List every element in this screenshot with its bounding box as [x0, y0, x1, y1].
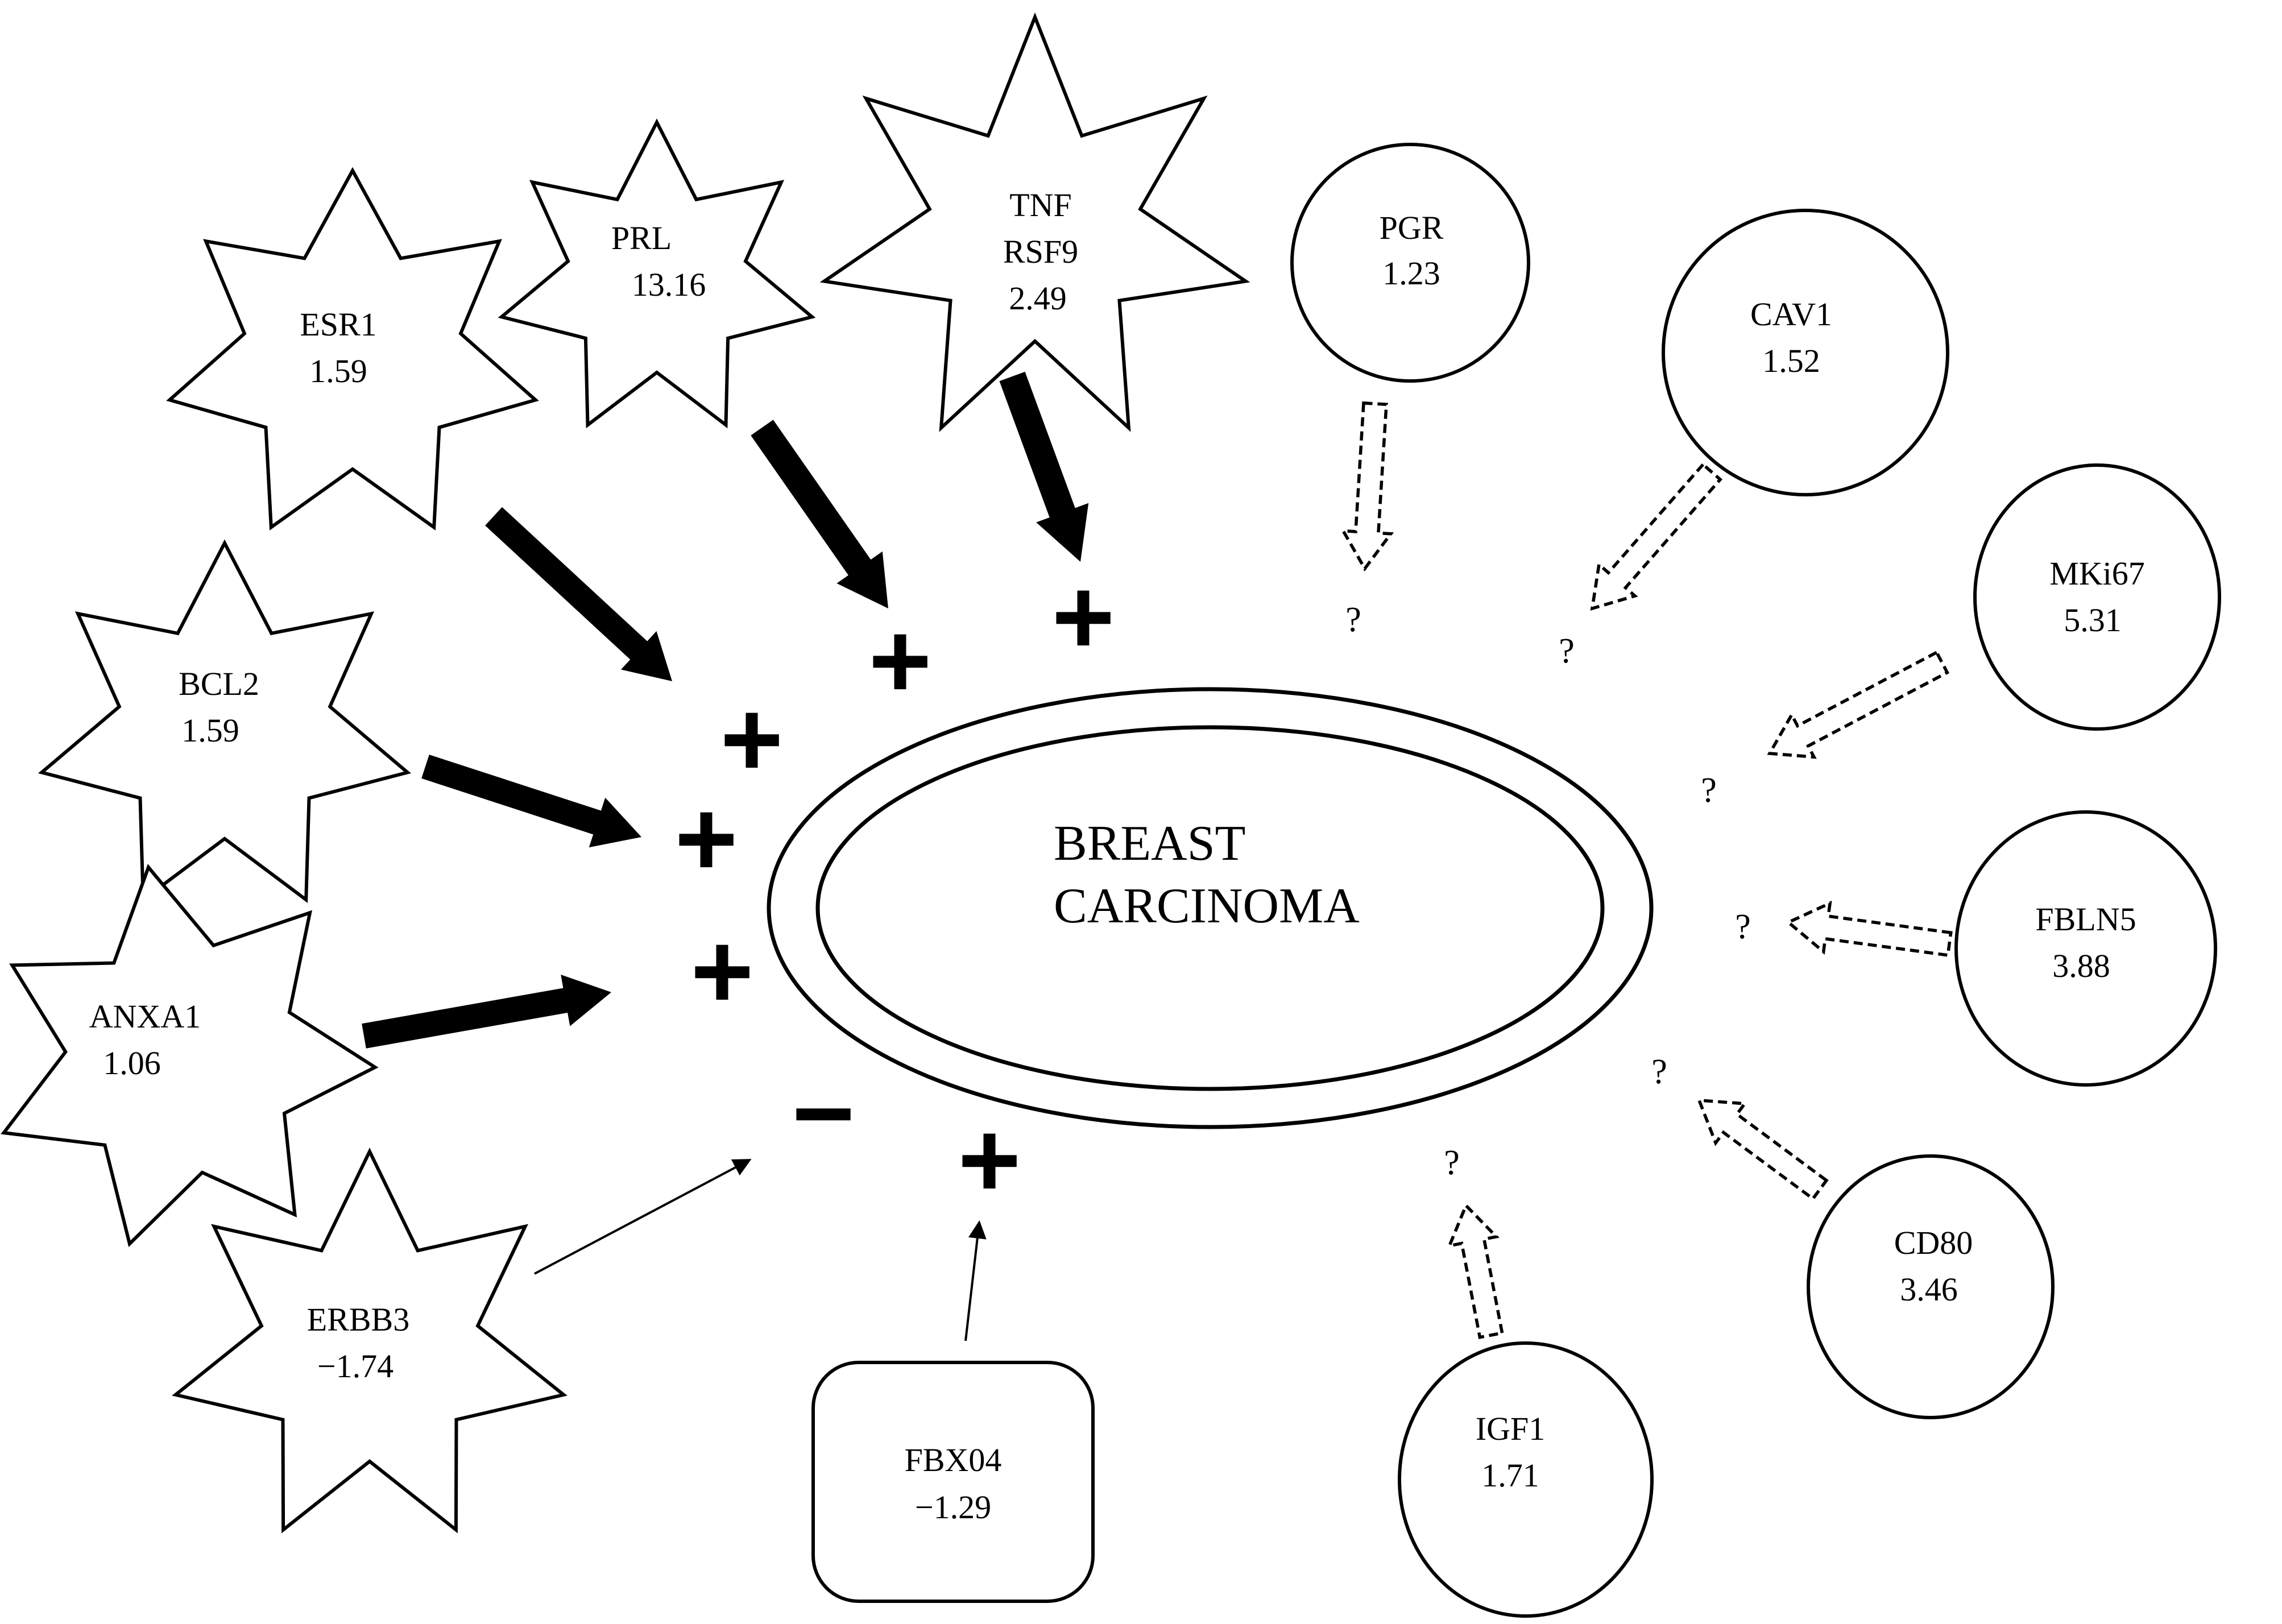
igf1-value: 1.71 — [1481, 1457, 1539, 1494]
fbx04-effect: + — [958, 1100, 1021, 1220]
prl-star — [498, 118, 816, 429]
tnfrsf9-star — [819, 12, 1250, 432]
cd80-name: CD80 — [1894, 1224, 1973, 1261]
bcl2-value: 1.59 — [181, 712, 239, 749]
pgr-arrow — [1340, 401, 1394, 572]
cav1-arrow — [1590, 462, 1722, 611]
tnfrsf9-arrow — [999, 371, 1089, 562]
mki67-arrow — [1767, 650, 1950, 759]
esr1-name: ESR1 — [300, 306, 376, 343]
fbln5-arrow — [1785, 900, 1953, 957]
outer-ring — [767, 687, 1654, 1129]
pgr-effect: ? — [1345, 600, 1361, 639]
esr1-value: 1.59 — [309, 353, 367, 390]
cd80-circle — [1807, 1154, 2055, 1419]
prl-arrow — [751, 420, 888, 608]
esr1-arrow — [485, 507, 672, 681]
tnfrsf9-name: RSF9 — [1003, 233, 1078, 270]
erbb3-star — [172, 1147, 568, 1534]
anxa1-name: ANXA1 — [89, 998, 201, 1035]
anxa1-effect: + — [691, 911, 754, 1031]
esr1-node: ESR1 1.59 — [166, 167, 539, 531]
anxa1-arrow — [362, 975, 611, 1049]
anxa1-star — [1, 864, 379, 1248]
cav1-node: CAV1 1.52 — [1662, 209, 1949, 496]
anxa1-node: ANXA1 1.06 — [1, 864, 379, 1248]
mki67-name: MKi67 — [2049, 555, 2145, 592]
cd80-effect: ? — [1651, 1053, 1667, 1091]
igf1-circle — [1398, 1341, 1654, 1618]
tnfrsf9-effect: + — [1052, 557, 1115, 677]
fbln5-node: FBLN5 3.88 — [1954, 810, 2217, 1087]
mki67-effect: ? — [1701, 771, 1717, 810]
prl-node: PRL 13.16 — [498, 118, 816, 429]
bcl2-arrow — [421, 755, 641, 848]
igf1-name: IGF1 — [1476, 1410, 1545, 1447]
fbx04-box — [811, 1361, 1095, 1603]
bcl2-star — [38, 539, 412, 904]
pgr-name: PGR — [1380, 209, 1444, 246]
fbln5-value: 3.88 — [2052, 947, 2110, 984]
cav1-value: 1.52 — [1762, 342, 1820, 379]
mki67-value: 5.31 — [2064, 602, 2122, 639]
erbb3-arrow — [534, 1159, 752, 1275]
fbx04-name: FBX04 — [905, 1441, 1002, 1478]
fbln5-effect: ? — [1735, 908, 1751, 946]
prl-effect: + — [869, 600, 932, 721]
erbb3-value: −1.74 — [317, 1348, 394, 1385]
anxa1-value: 1.06 — [103, 1045, 161, 1082]
center-label-line1: BREAST — [1054, 816, 1245, 871]
uncertain-arrows — [1340, 401, 1953, 1340]
prl-value: 13.16 — [632, 266, 706, 303]
fbln5-name: FBLN5 — [2035, 901, 2136, 938]
pgr-node: PGR 1.23 — [1290, 143, 1530, 383]
cav1-circle — [1662, 209, 1949, 496]
fbx04-arrow — [964, 1220, 987, 1341]
bcl2-effect: + — [675, 778, 738, 899]
mki67-circle — [1973, 463, 2221, 731]
activating-arrows — [362, 371, 1089, 1049]
tnfrsf9-name: TNF — [1009, 187, 1072, 223]
fbln5-circle — [1954, 810, 2217, 1087]
bcl2-name: BCL2 — [179, 665, 259, 702]
fbx04-value: −1.29 — [915, 1489, 991, 1526]
bcl2-node: BCL2 1.59 — [38, 539, 412, 904]
tnfrsf9-value: 2.49 — [1009, 280, 1067, 317]
esr1-effect: + — [720, 679, 784, 799]
prl-name: PRL — [611, 219, 672, 256]
pgr-value: 1.23 — [1382, 255, 1440, 292]
tnfrsf9-node: TNF RSF9 2.49 — [819, 12, 1250, 432]
esr1-star — [166, 167, 539, 531]
erbb3-effect: − — [792, 1053, 855, 1174]
breast-carcinoma-node: BREAST CARCINOMA — [767, 687, 1654, 1129]
igf1-node: IGF1 1.71 — [1398, 1341, 1654, 1618]
erbb3-name: ERBB3 — [307, 1301, 410, 1338]
erbb3-node: ERBB3 −1.74 — [172, 1147, 568, 1534]
inner-ring — [815, 725, 1605, 1091]
mki67-node: MKi67 5.31 — [1973, 463, 2221, 731]
igf1-arrow — [1447, 1203, 1504, 1340]
center-label-line2: CARCINOMA — [1054, 879, 1360, 934]
cav1-name: CAV1 — [1750, 296, 1832, 333]
cd80-node: CD80 3.46 — [1807, 1154, 2055, 1419]
cd80-arrow — [1696, 1098, 1829, 1201]
cd80-value: 3.46 — [1900, 1271, 1958, 1308]
fbx04-node: FBX04 −1.29 — [811, 1361, 1095, 1603]
igf1-effect: ? — [1444, 1144, 1460, 1182]
pgr-circle — [1290, 143, 1530, 383]
cav1-effect: ? — [1559, 632, 1575, 670]
